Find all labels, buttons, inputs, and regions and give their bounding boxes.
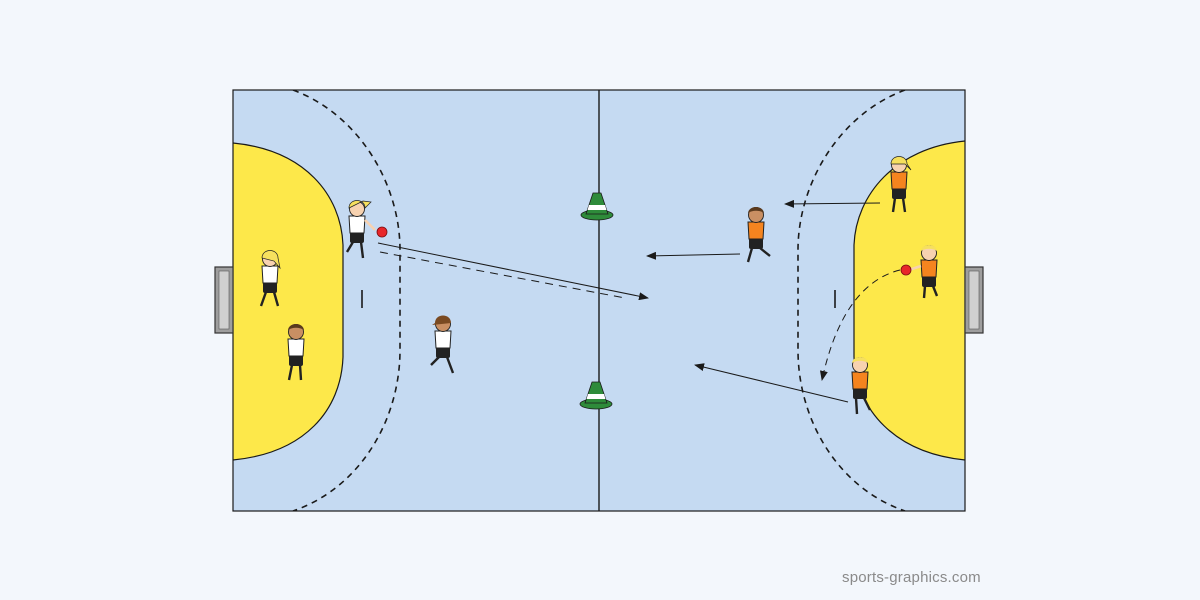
left-goalkeeper — [259, 250, 281, 307]
right-goal — [964, 266, 984, 334]
left-attacker-with-ball — [345, 200, 376, 259]
cone-top-center — [580, 192, 614, 221]
right-attacker-runner — [746, 207, 771, 263]
run-arrow-right-attacker — [646, 251, 741, 260]
cone-bottom-center — [579, 381, 613, 410]
right-goalkeeper-with-ball — [908, 245, 939, 299]
left-free-throw-line — [292, 90, 401, 511]
left-runner — [430, 315, 455, 374]
right-free-throw-line — [797, 90, 906, 511]
ball-right-goalkeeper — [900, 264, 912, 276]
left-goal — [214, 266, 234, 334]
run-arrow-right-bottom — [694, 363, 849, 403]
throw-arrow-right-goalkeeper — [819, 269, 901, 381]
right-top-player — [890, 156, 912, 213]
right-bottom-player — [851, 357, 872, 415]
watermark-text: sports-graphics.com — [842, 569, 981, 586]
left-defender-low — [287, 324, 305, 381]
pass-arrow-left-attacker — [377, 242, 649, 301]
ball-left-attacker — [376, 226, 388, 238]
left-goal-area — [233, 142, 344, 461]
run-arrow-right-top — [784, 199, 881, 208]
